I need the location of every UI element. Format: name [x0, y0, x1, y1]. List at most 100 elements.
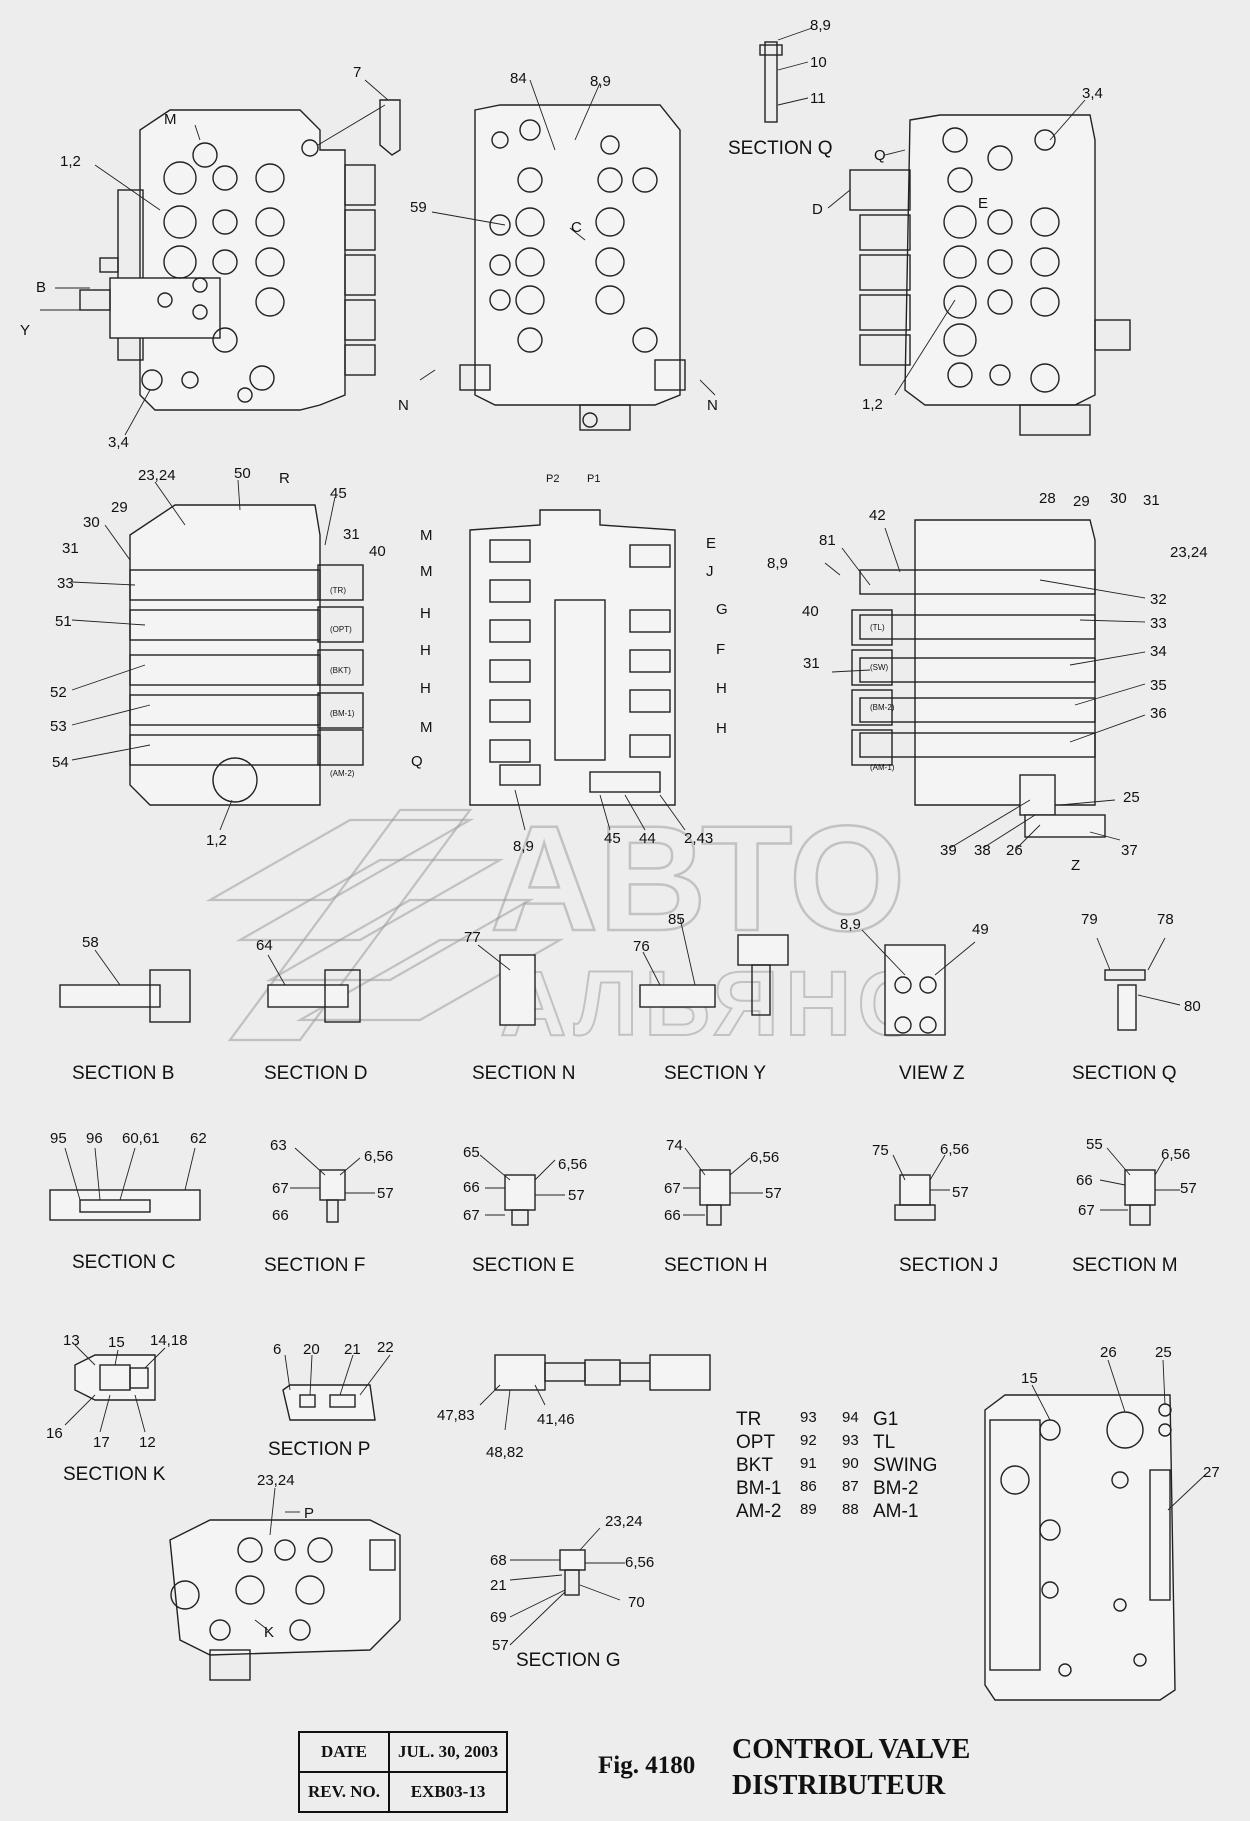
label-53: 53	[50, 718, 67, 735]
label-27: 27	[1203, 1464, 1220, 1481]
label-95: 95	[50, 1130, 67, 1147]
row4-parts	[49, 1147, 1180, 1226]
date-label: DATE	[298, 1731, 390, 1773]
tag-bkt: (BKT)	[330, 666, 351, 675]
label-29-ml: 29	[111, 499, 128, 516]
label-68: 68	[490, 1552, 507, 1569]
section-y-title: SECTION Y	[664, 1063, 766, 1084]
legend-right-0: G1	[873, 1409, 898, 1430]
label-25-r: 25	[1155, 1344, 1172, 1361]
label-14-18: 14,18	[150, 1332, 188, 1349]
label-75: 75	[872, 1142, 889, 1159]
label-3-4-right: 3,4	[1082, 85, 1103, 102]
label-20: 20	[303, 1341, 320, 1358]
label-22: 22	[377, 1339, 394, 1356]
legend-left-4: AM-2	[736, 1501, 781, 1522]
label-12: 12	[139, 1434, 156, 1451]
label-70: 70	[628, 1594, 645, 1611]
label-q-10: 10	[810, 54, 827, 71]
section-c-title: SECTION C	[72, 1252, 175, 1273]
label-79: 79	[1081, 911, 1098, 928]
label-1-2-right: 1,2	[862, 396, 883, 413]
label-59: 59	[410, 199, 427, 216]
legend-left-2: BKT	[736, 1455, 773, 1476]
label-8-9-mid: 8,9	[513, 838, 534, 855]
label-e-mid: E	[706, 535, 716, 552]
section-e-title: SECTION E	[472, 1255, 574, 1276]
label-42: 42	[869, 507, 886, 524]
label-40-ml: 40	[369, 543, 386, 560]
label-q-right: Q	[874, 147, 886, 164]
label-84: 84	[510, 70, 527, 87]
tag-sw: (SW)	[870, 663, 889, 672]
section-d-title: SECTION D	[264, 1063, 367, 1084]
label-21-p: 21	[344, 1341, 361, 1358]
label-47-83: 47,83	[437, 1407, 475, 1424]
label-48-82: 48,82	[486, 1444, 524, 1461]
section-q-title: SECTION Q	[1072, 1063, 1177, 1084]
tag-am1: (AM-1)	[870, 763, 895, 772]
label-f: F	[716, 641, 725, 658]
title-block: CONTROL VALVE DISTRIBUTEUR	[732, 1732, 970, 1804]
label-b: B	[36, 279, 46, 296]
label-28: 28	[1039, 490, 1056, 507]
label-2-43: 2,43	[684, 830, 713, 847]
title-english: CONTROL VALVE	[732, 1734, 971, 1765]
label-63: 63	[270, 1137, 287, 1154]
legend-left-0: TR	[736, 1409, 761, 1430]
label-55: 55	[1086, 1136, 1103, 1153]
label-67-h: 67	[664, 1180, 681, 1197]
label-e: E	[978, 195, 988, 212]
label-67-e: 67	[463, 1207, 480, 1224]
label-h4: H	[716, 680, 727, 697]
section-b-title: SECTION B	[72, 1063, 174, 1084]
label-k: K	[264, 1624, 274, 1641]
label-66-m: 66	[1076, 1172, 1093, 1189]
section-g-title: SECTION G	[516, 1650, 621, 1671]
tag-am2: (AM-2)	[330, 769, 355, 778]
label-h5: H	[716, 720, 727, 737]
label-8-9: 8,9	[590, 73, 611, 90]
tag-opt: (OPT)	[330, 625, 352, 634]
legend-n2-4: 88	[842, 1501, 859, 1518]
label-m1: M	[420, 527, 433, 544]
view-front-right	[827, 99, 1131, 436]
label-57-h: 57	[765, 1185, 782, 1202]
label-21-g: 21	[490, 1577, 507, 1594]
label-3-4: 3,4	[108, 434, 129, 451]
date-value: JUL. 30, 2003	[387, 1731, 509, 1773]
label-51: 51	[55, 613, 72, 630]
section-p-title: SECTION P	[268, 1439, 370, 1460]
legend-n1-4: 89	[800, 1501, 817, 1518]
section-k-title: SECTION K	[63, 1464, 166, 1485]
row5-parts	[64, 1344, 1206, 1701]
label-77: 77	[464, 929, 481, 946]
label-34: 34	[1150, 643, 1167, 660]
legend-n1-2: 91	[800, 1455, 817, 1472]
label-44: 44	[639, 830, 656, 847]
label-26-r: 26	[1100, 1344, 1117, 1361]
label-q-11: 11	[810, 90, 826, 107]
label-6-56-e: 6,56	[558, 1156, 587, 1173]
figure-number: Fig. 4180	[598, 1752, 696, 1779]
view-section-left	[71, 479, 364, 831]
label-p1: P1	[587, 473, 600, 485]
section-n-title: SECTION N	[472, 1063, 575, 1084]
spool-legend: TR 93 94 G1 OPT 92 93 TL BKT 91 90 SWING…	[736, 1409, 937, 1522]
label-23-24-ml: 23,24	[138, 467, 176, 484]
label-p2: P2	[546, 473, 559, 485]
label-8-9-mr: 8,9	[767, 555, 788, 572]
label-d: D	[812, 201, 823, 218]
legend-n1-1: 92	[800, 1432, 817, 1449]
legend-right-4: AM-1	[873, 1501, 918, 1522]
legend-n1-3: 86	[800, 1478, 817, 1495]
label-r: R	[279, 470, 290, 487]
label-64: 64	[256, 937, 273, 954]
view-front-left	[40, 79, 401, 436]
label-32: 32	[1150, 591, 1167, 608]
label-66-f: 66	[272, 1207, 289, 1224]
tag-tr: (TR)	[330, 586, 346, 595]
label-57-e: 57	[568, 1187, 585, 1204]
label-45-ml: 45	[330, 485, 347, 502]
label-6-56-g: 6,56	[625, 1554, 654, 1571]
